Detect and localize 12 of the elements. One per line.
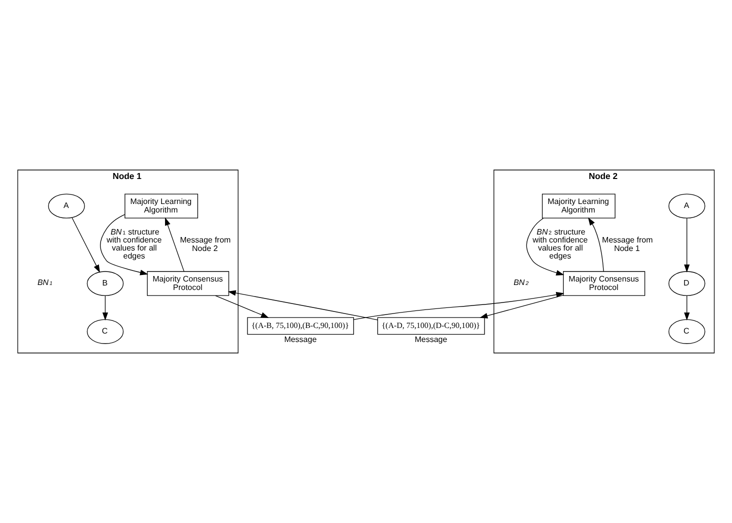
arrow <box>100 214 148 276</box>
arrow <box>353 292 564 320</box>
arrow <box>480 294 564 318</box>
arrow <box>526 218 564 276</box>
arrow <box>228 290 378 320</box>
arrow <box>588 217 604 272</box>
arrow <box>215 295 270 318</box>
arrow <box>102 295 108 321</box>
arrow <box>72 217 100 273</box>
arrow <box>684 295 690 321</box>
arrow <box>165 217 184 272</box>
arrow <box>684 218 690 272</box>
